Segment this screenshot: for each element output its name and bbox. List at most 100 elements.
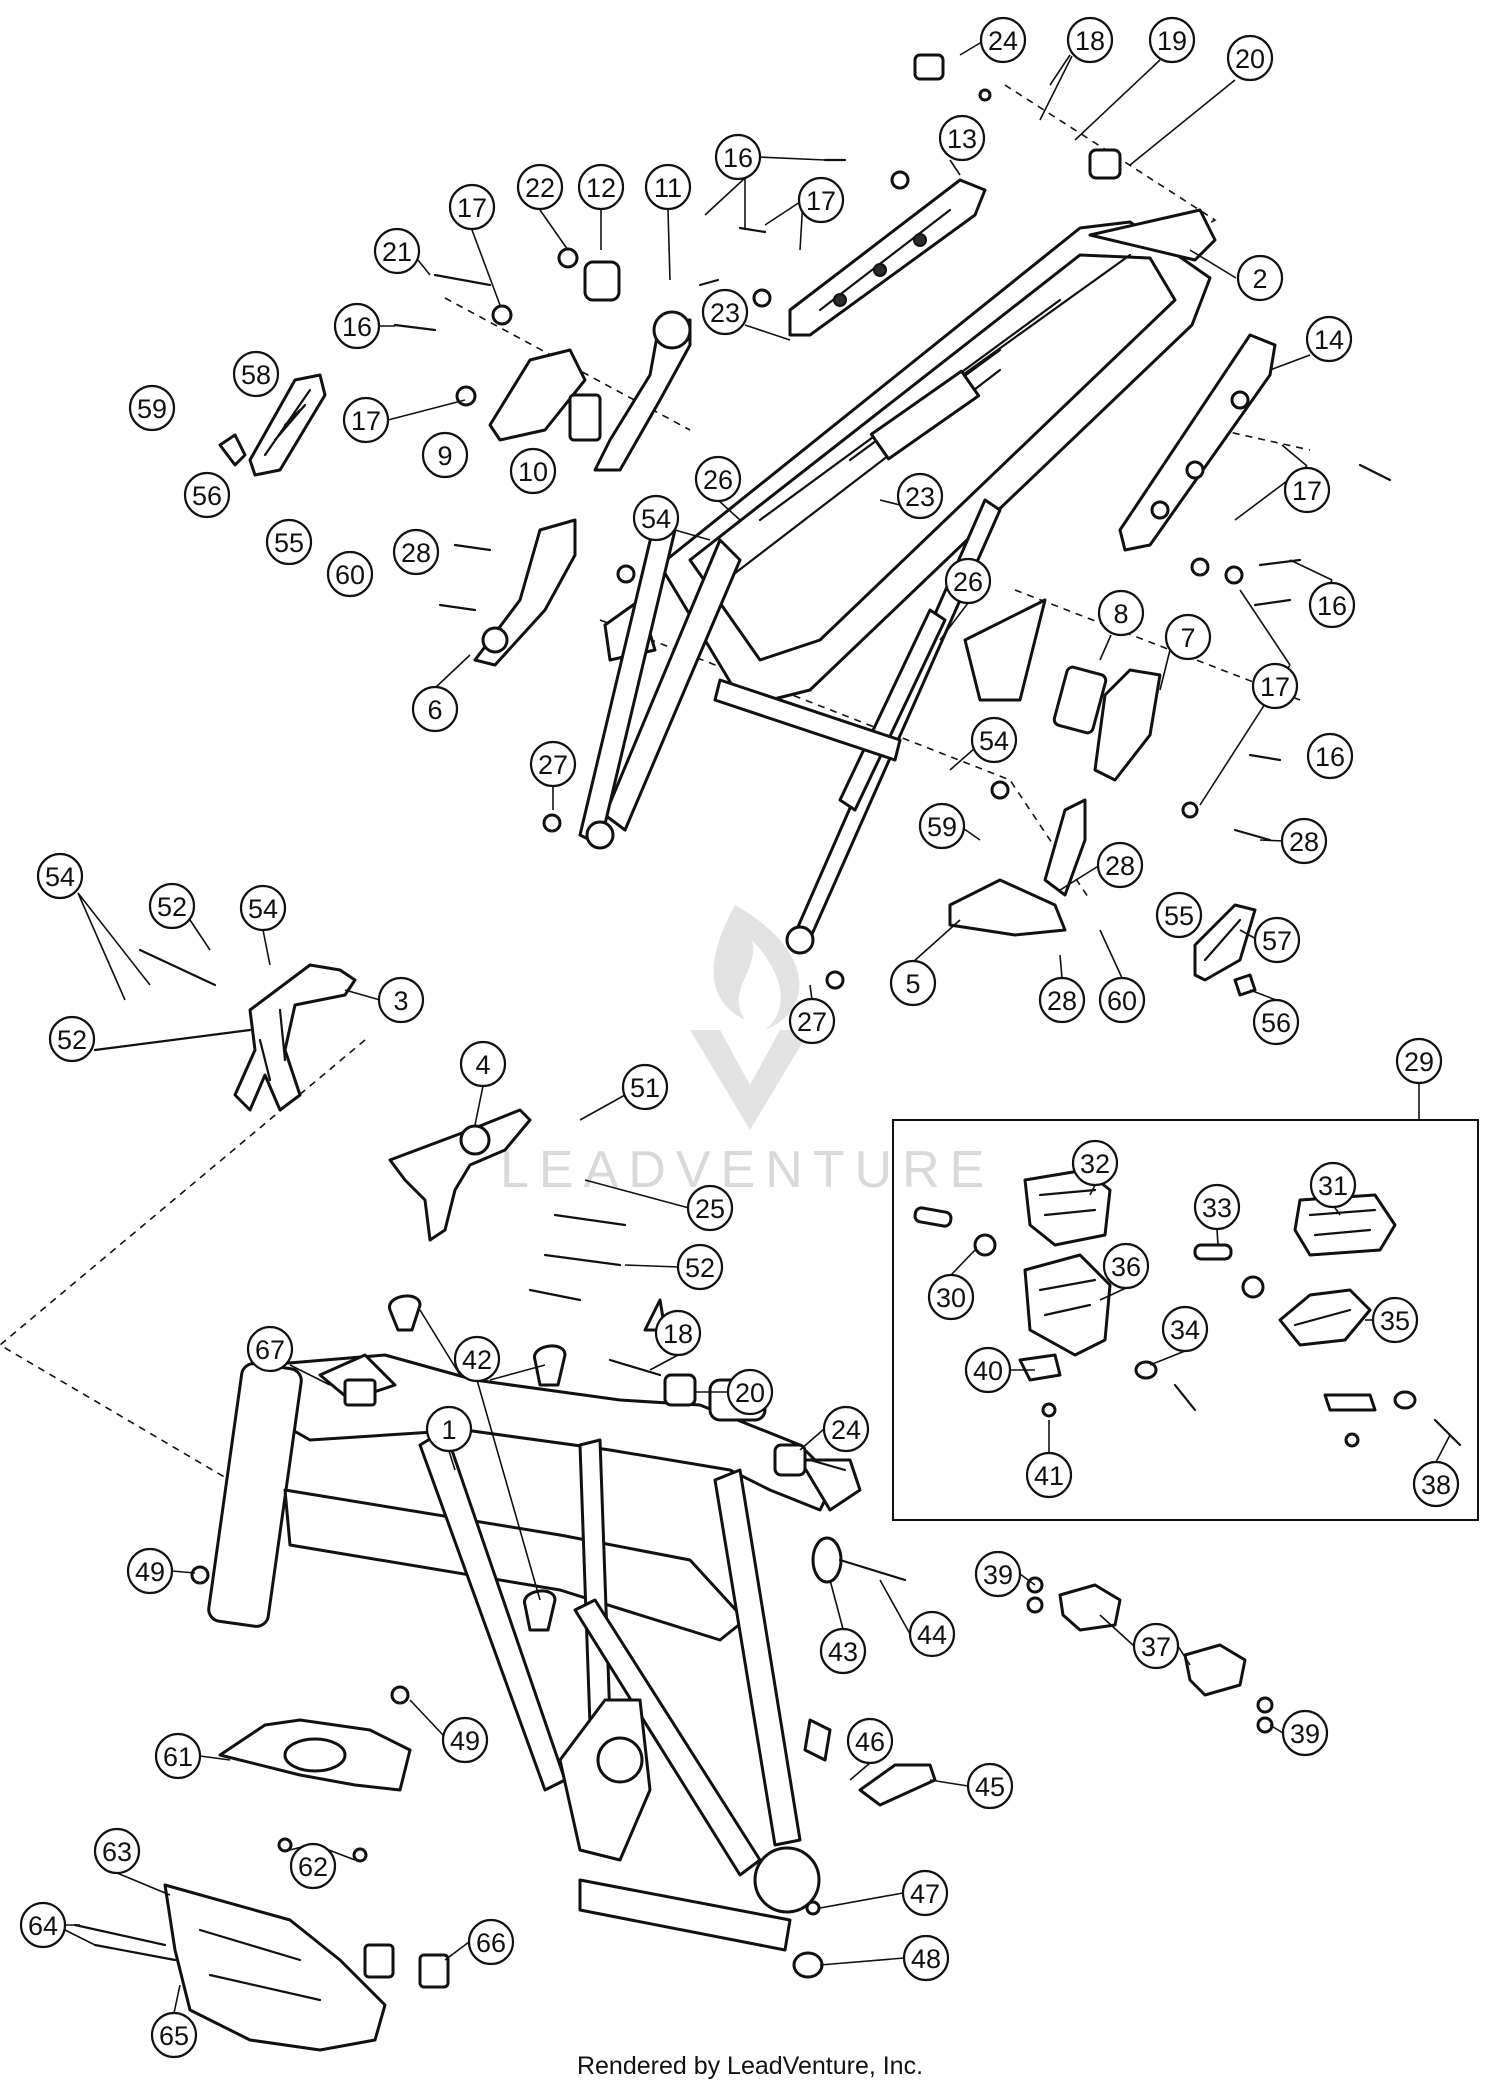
- callout-circle: [1071, 1139, 1119, 1187]
- callout-number: 3: [393, 986, 408, 1016]
- callout-number: 66: [476, 1928, 506, 1958]
- callout-55: 55: [1155, 891, 1203, 939]
- callout-circle: [944, 557, 992, 605]
- callout-41: 41: [1025, 1451, 1073, 1499]
- passenger-footpegs: [218, 373, 1257, 997]
- callout-circle: [246, 1325, 294, 1373]
- callout-33: 33: [1193, 1183, 1241, 1231]
- callout-number: 7: [1180, 623, 1195, 653]
- main-frame: [207, 1298, 862, 1952]
- callout-circle: [644, 163, 692, 211]
- callout-number: 14: [1314, 325, 1344, 355]
- callout-circle: [453, 1335, 501, 1383]
- callout-number: 19: [1157, 26, 1187, 56]
- callout-2: 2: [1236, 254, 1284, 302]
- callout-46: 46: [846, 1717, 894, 1765]
- callout-54: 54: [239, 884, 287, 932]
- callout-number: 26: [953, 567, 983, 597]
- callout-circle: [48, 1015, 96, 1063]
- callout-number: 67: [255, 1335, 285, 1365]
- callout-circle: [676, 1243, 724, 1291]
- callout-number: 20: [735, 1378, 765, 1408]
- watermark-text: LEADVENTURE: [500, 1141, 994, 1199]
- callout-number: 63: [102, 1837, 132, 1867]
- callout-26: 26: [944, 557, 992, 605]
- callout-circle: [326, 550, 374, 598]
- callout-number: 25: [695, 1194, 725, 1224]
- callout-number: 16: [342, 312, 372, 342]
- callout-circle: [36, 852, 84, 900]
- callout-24: 24: [979, 16, 1027, 64]
- callout-60: 60: [1098, 976, 1146, 1024]
- callout-27: 27: [529, 740, 577, 788]
- callout-number: 56: [192, 481, 222, 511]
- callout-circle: [1098, 976, 1146, 1024]
- callout-36: 36: [1102, 1242, 1150, 1290]
- callout-16: 16: [1306, 732, 1354, 780]
- callout-59: 59: [128, 384, 176, 432]
- callout-number: 59: [137, 394, 167, 424]
- callout-number: 54: [979, 726, 1009, 756]
- callout-20: 20: [726, 1368, 774, 1416]
- callout-51: 51: [621, 1063, 669, 1111]
- callout-28: 28: [1038, 976, 1086, 1024]
- callout-circle: [966, 1762, 1014, 1810]
- callout-42: 42: [453, 1335, 501, 1383]
- callout-number: 16: [1315, 742, 1345, 772]
- callout-number: 34: [1170, 1315, 1200, 1345]
- callout-number: 16: [1317, 591, 1347, 621]
- callout-65: 65: [150, 2011, 198, 2059]
- callout-circle: [392, 528, 440, 576]
- callout-circle: [1193, 1183, 1241, 1231]
- callout-circle: [632, 494, 680, 542]
- callout-number: 26: [703, 465, 733, 495]
- callout-28: 28: [1096, 841, 1144, 889]
- callout-number: 28: [1047, 986, 1077, 1016]
- callout-61: 61: [154, 1732, 202, 1780]
- callout-54: 54: [632, 494, 680, 542]
- callout-20: 20: [1226, 34, 1274, 82]
- callout-10: 10: [509, 447, 557, 495]
- callout-62: 62: [289, 1842, 337, 1890]
- callout-64: 64: [19, 1901, 67, 1949]
- callout-number: 35: [1380, 1306, 1410, 1336]
- callout-circle: [1306, 732, 1354, 780]
- callout-16: 16: [714, 133, 762, 181]
- callout-number: 55: [1164, 901, 1194, 931]
- callout-21: 21: [373, 227, 421, 275]
- callout-49: 49: [126, 1547, 174, 1595]
- callout-number: 56: [1261, 1008, 1291, 1038]
- callout-number: 17: [457, 193, 487, 223]
- callout-number: 44: [917, 1620, 947, 1650]
- callout-circle: [822, 1405, 870, 1453]
- callout-circle: [1253, 916, 1301, 964]
- callout-number: 36: [1111, 1252, 1141, 1282]
- bolts-upper: [393, 158, 1392, 842]
- callout-circle: [150, 2011, 198, 2059]
- callout-circle: [1148, 16, 1196, 64]
- callout-number: 32: [1080, 1149, 1110, 1179]
- callout-number: 28: [401, 538, 431, 568]
- callout-number: 16: [723, 143, 753, 173]
- callout-circle: [964, 1346, 1012, 1394]
- callout-number: 54: [248, 894, 278, 924]
- callout-number: 60: [335, 560, 365, 590]
- frame-rails: [578, 498, 1047, 955]
- callout-circle: [467, 1918, 515, 1966]
- callout-circle: [1155, 891, 1203, 939]
- callout-number: 18: [1075, 26, 1105, 56]
- callout-number: 39: [1290, 1719, 1320, 1749]
- callout-number: 13: [947, 124, 977, 154]
- callout-26: 26: [694, 455, 742, 503]
- callout-circle: [516, 163, 564, 211]
- callout-number: 65: [159, 2021, 189, 2051]
- callout-number: 12: [586, 173, 616, 203]
- callout-circle: [797, 176, 845, 224]
- callout-circle: [1309, 1161, 1357, 1209]
- callout-number: 27: [797, 1007, 827, 1037]
- callout-circle: [377, 976, 425, 1024]
- callout-circle: [1102, 1242, 1150, 1290]
- callout-circle: [289, 1842, 337, 1890]
- callout-18: 18: [1066, 16, 1114, 64]
